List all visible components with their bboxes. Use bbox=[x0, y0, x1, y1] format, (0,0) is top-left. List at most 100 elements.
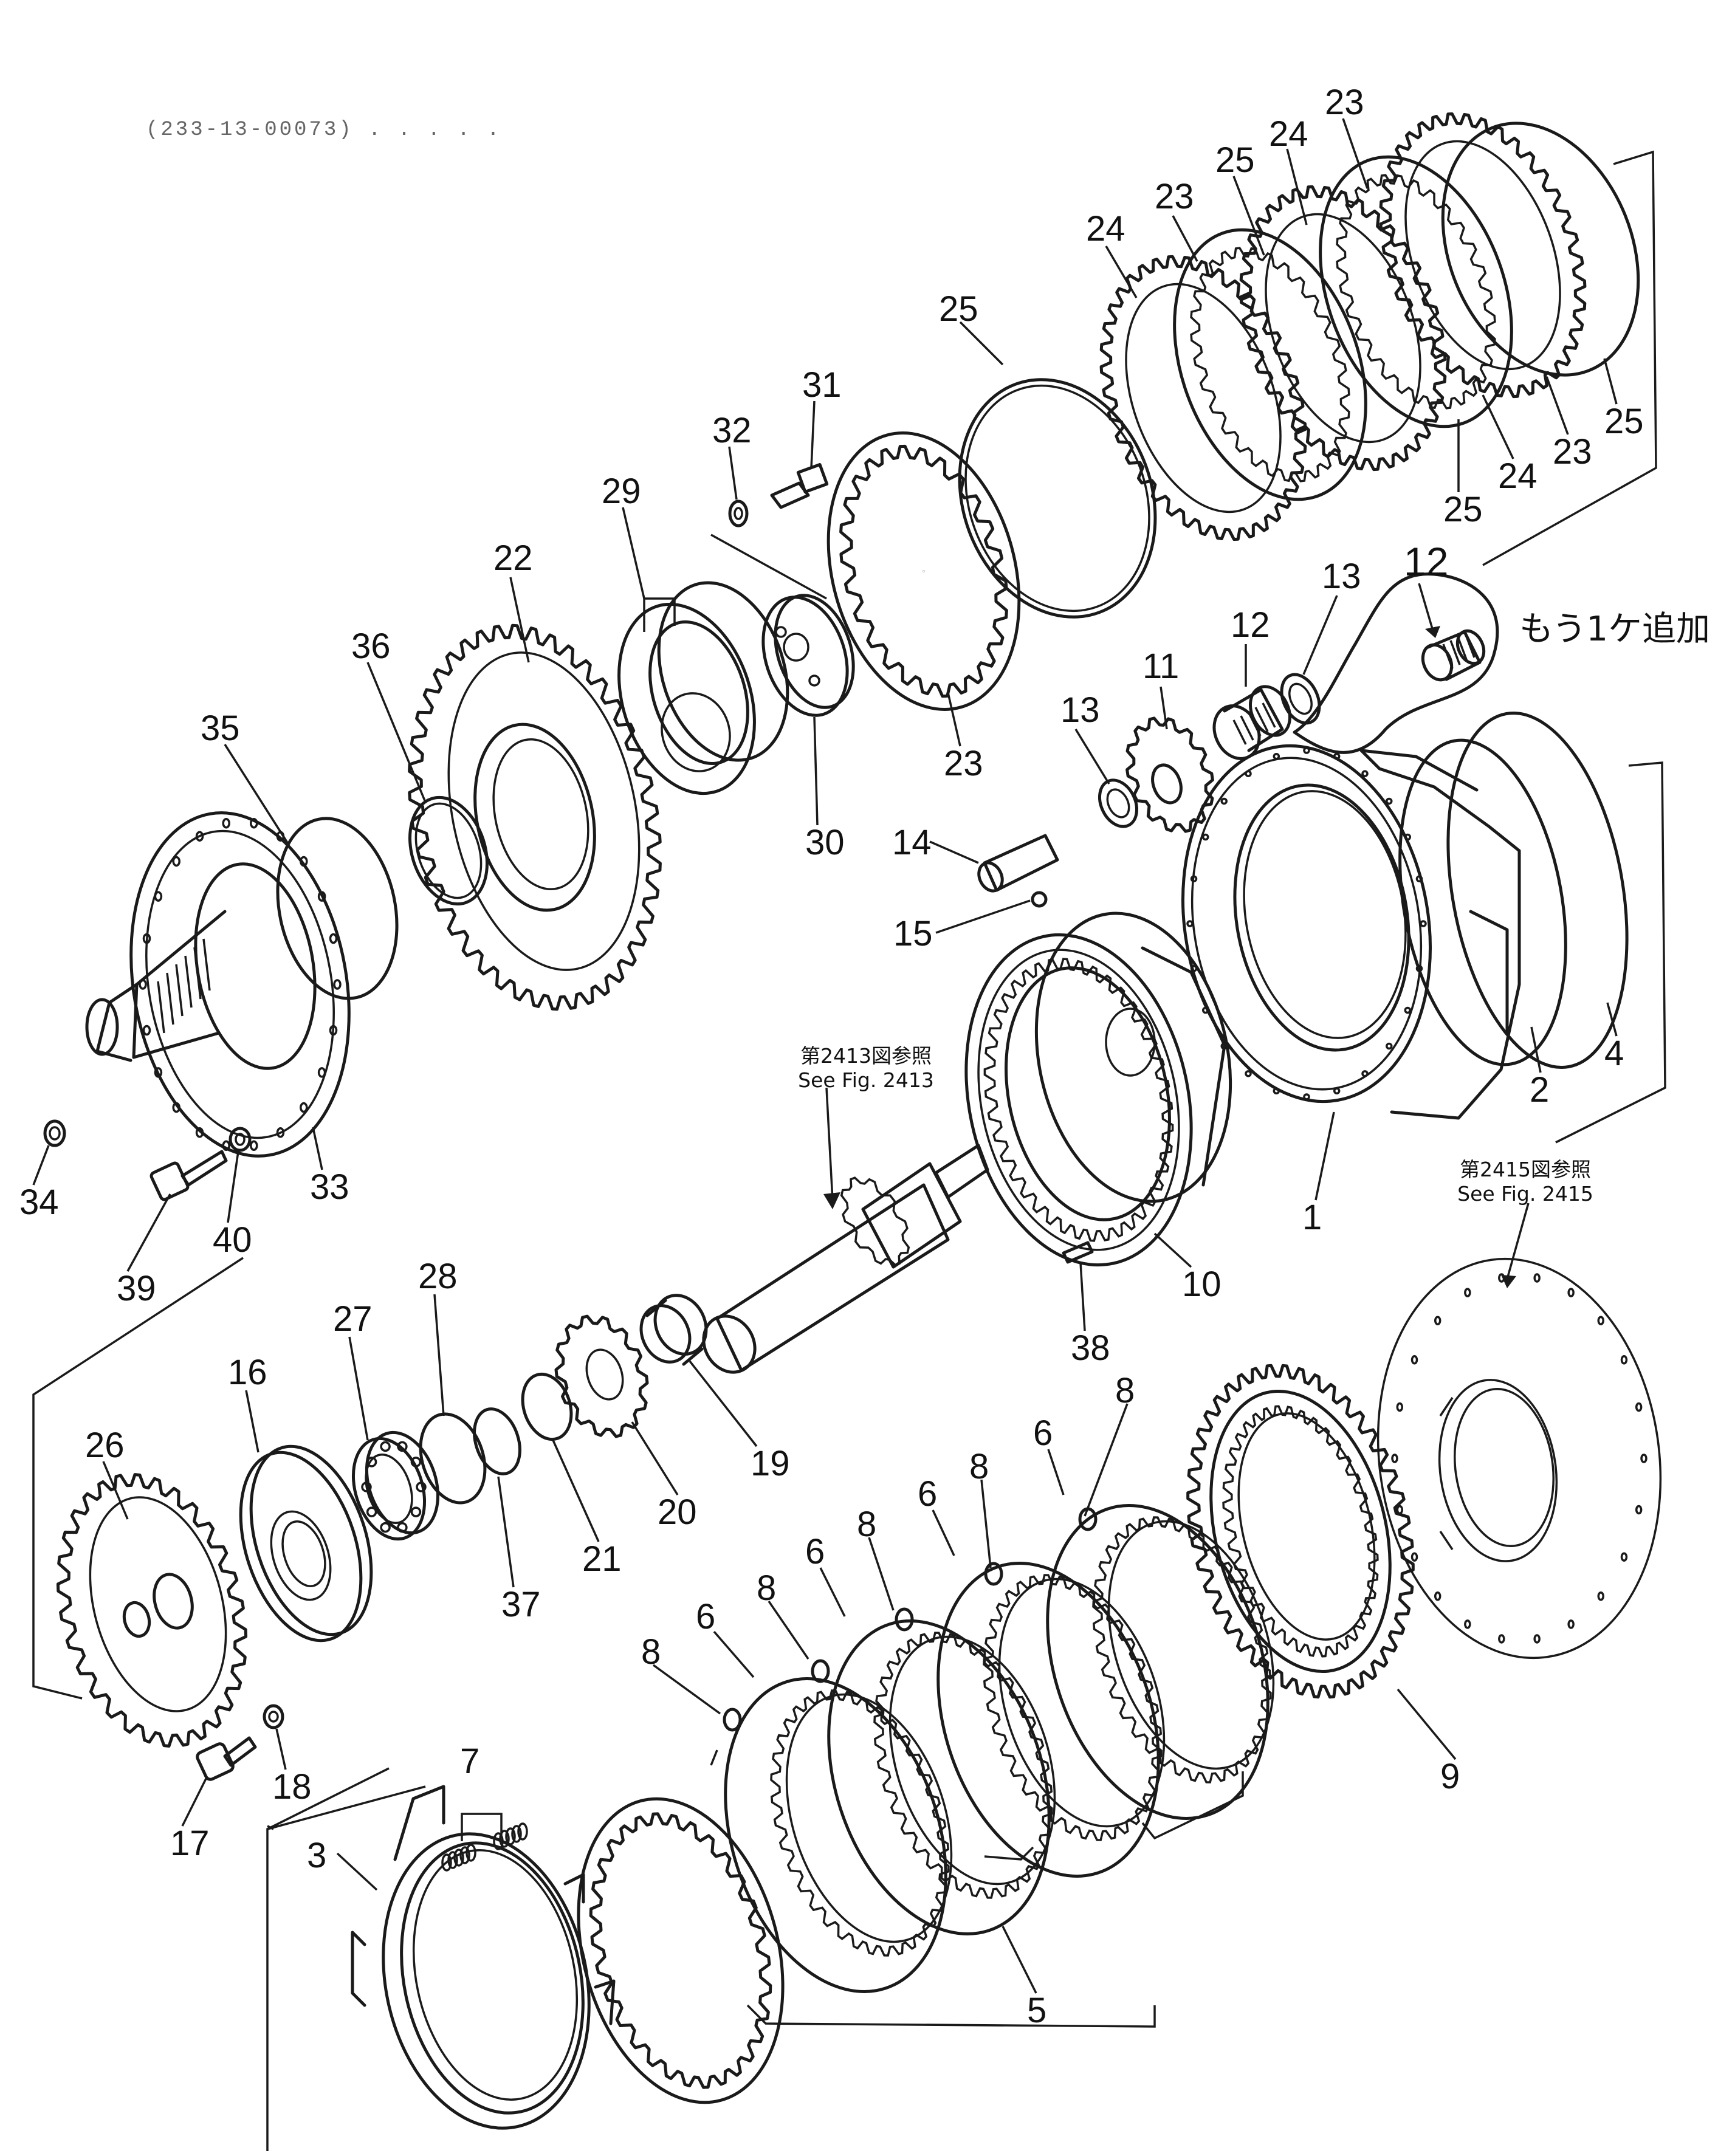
gear-11 bbox=[1125, 716, 1214, 833]
clutch-pack-lower bbox=[723, 1504, 1275, 1993]
ref-fig-2415-jp: 第2415図参照 bbox=[1460, 1158, 1591, 1181]
callout-27: 27 bbox=[333, 1299, 373, 1339]
o-ring-4 bbox=[1446, 711, 1629, 1069]
callout-9: 9 bbox=[1440, 1757, 1460, 1796]
ring-gear-10 bbox=[964, 911, 1232, 1267]
plate-30 bbox=[710, 534, 855, 717]
washer-32 bbox=[728, 500, 749, 527]
bearing-12 bbox=[1212, 685, 1291, 760]
snap-ring-21 bbox=[521, 1372, 573, 1441]
callout-35: 35 bbox=[201, 709, 240, 748]
callout-7: 7 bbox=[460, 1742, 480, 1781]
bolt-17 bbox=[196, 1736, 257, 1781]
snap-ring-37 bbox=[473, 1407, 521, 1475]
friction-disc-23-lower bbox=[826, 431, 1021, 711]
callout-23b: 23 bbox=[1155, 177, 1194, 216]
hub-29 bbox=[617, 581, 789, 795]
part-25-ring bbox=[958, 378, 1157, 619]
callout-24c: 24 bbox=[1498, 456, 1538, 496]
callout-25c: 25 bbox=[1443, 490, 1483, 529]
callout-23d: 23 bbox=[1553, 432, 1592, 472]
gear-20 bbox=[554, 1314, 649, 1438]
callout-38: 38 bbox=[1071, 1328, 1110, 1368]
plug-34 bbox=[43, 1119, 66, 1147]
o-ring-2 bbox=[1398, 738, 1567, 1066]
callout-16: 16 bbox=[228, 1353, 267, 1392]
callout-8a: 8 bbox=[641, 1632, 661, 1672]
callout-22: 22 bbox=[493, 538, 533, 578]
callout-6d: 6 bbox=[1033, 1413, 1053, 1453]
callout-18: 18 bbox=[272, 1767, 312, 1807]
callout-21: 21 bbox=[582, 1539, 622, 1579]
callout-8c: 8 bbox=[857, 1505, 877, 1544]
ref-fig-2415-en: See Fig. 2415 bbox=[1457, 1182, 1593, 1206]
callout-19: 19 bbox=[751, 1444, 790, 1483]
part-25-end-ring bbox=[1441, 122, 1640, 377]
callout-6a: 6 bbox=[696, 1597, 716, 1636]
bearing-27 bbox=[351, 1430, 440, 1541]
clutch-pack-upper bbox=[923, 112, 1657, 619]
housing-1 bbox=[1181, 744, 1521, 1120]
callout-6b: 6 bbox=[805, 1532, 825, 1571]
ref-fig-2415: 第2415図参照 See Fig. 2415 bbox=[1446, 1158, 1604, 1206]
ref-fig-2413-en: See Fig. 2413 bbox=[798, 1068, 934, 1092]
pin-14 bbox=[977, 834, 1059, 893]
header-text: (233-13-00073) . . . . . bbox=[146, 118, 502, 142]
callout-33: 33 bbox=[310, 1167, 349, 1207]
callout-17: 17 bbox=[170, 1824, 210, 1863]
washer-18 bbox=[263, 1704, 284, 1729]
callout-15: 15 bbox=[893, 914, 933, 953]
callout-5: 5 bbox=[1027, 1991, 1047, 2030]
callout-36: 36 bbox=[351, 627, 391, 666]
ref-fig-2413: 第2413図参照 See Fig. 2413 bbox=[787, 1044, 945, 1093]
friction-disc-5 bbox=[577, 1797, 785, 2104]
gear-26 bbox=[56, 1473, 248, 1748]
callout-12a: 12 bbox=[1231, 605, 1270, 645]
callout-28: 28 bbox=[418, 1257, 458, 1296]
callout-25b: 25 bbox=[1215, 140, 1255, 180]
leader-lines bbox=[32, 118, 1618, 1994]
callout-32: 32 bbox=[712, 411, 752, 450]
callout-23c: 23 bbox=[1325, 83, 1364, 122]
callout-4: 4 bbox=[1604, 1034, 1624, 1073]
input-shaft bbox=[702, 1144, 989, 1374]
callout-29: 29 bbox=[602, 472, 641, 511]
callout-26: 26 bbox=[85, 1426, 125, 1465]
callout-23a: 23 bbox=[944, 744, 983, 783]
callout-25a: 25 bbox=[939, 289, 978, 329]
callout-3: 3 bbox=[307, 1836, 327, 1875]
callout-14: 14 bbox=[892, 823, 932, 862]
carrier-flange-35 bbox=[85, 811, 399, 1158]
gear-22 bbox=[408, 623, 662, 1011]
piston-3 bbox=[351, 1785, 616, 2130]
callout-8b: 8 bbox=[757, 1568, 777, 1608]
bolt-31 bbox=[770, 463, 829, 509]
callout-10: 10 bbox=[1182, 1265, 1221, 1304]
cover-16 bbox=[239, 1444, 373, 1643]
callout-24a: 24 bbox=[1086, 209, 1125, 249]
callout-8e: 8 bbox=[1115, 1371, 1135, 1410]
bolt-39 bbox=[149, 1150, 228, 1201]
ring-gear-9 bbox=[1186, 1364, 1415, 1699]
callout-37: 37 bbox=[501, 1585, 541, 1624]
callout-24b: 24 bbox=[1269, 114, 1308, 154]
handwritten-note: もう1ケ追加 bbox=[1519, 609, 1710, 649]
ref-fig-2413-jp: 第2413図参照 bbox=[800, 1044, 932, 1068]
snap-ring-28 bbox=[419, 1412, 487, 1505]
cover-fig-2415 bbox=[1376, 1257, 1662, 1660]
callout-25d: 25 bbox=[1604, 402, 1644, 441]
callout-13a: 13 bbox=[1060, 690, 1100, 730]
callout-31: 31 bbox=[802, 365, 842, 405]
springs-7 bbox=[441, 1813, 528, 1872]
callout-2: 2 bbox=[1530, 1070, 1550, 1110]
part-24-plates bbox=[1099, 112, 1587, 541]
ball-15 bbox=[1031, 891, 1048, 908]
note-balloon bbox=[1293, 572, 1499, 754]
callout-13b: 13 bbox=[1322, 557, 1361, 596]
pin-38 bbox=[1062, 1241, 1094, 1264]
washer-40 bbox=[228, 1127, 252, 1152]
washer-13-right bbox=[1280, 673, 1321, 725]
callout-30: 30 bbox=[805, 823, 845, 862]
snap-ring-36 bbox=[408, 795, 489, 906]
